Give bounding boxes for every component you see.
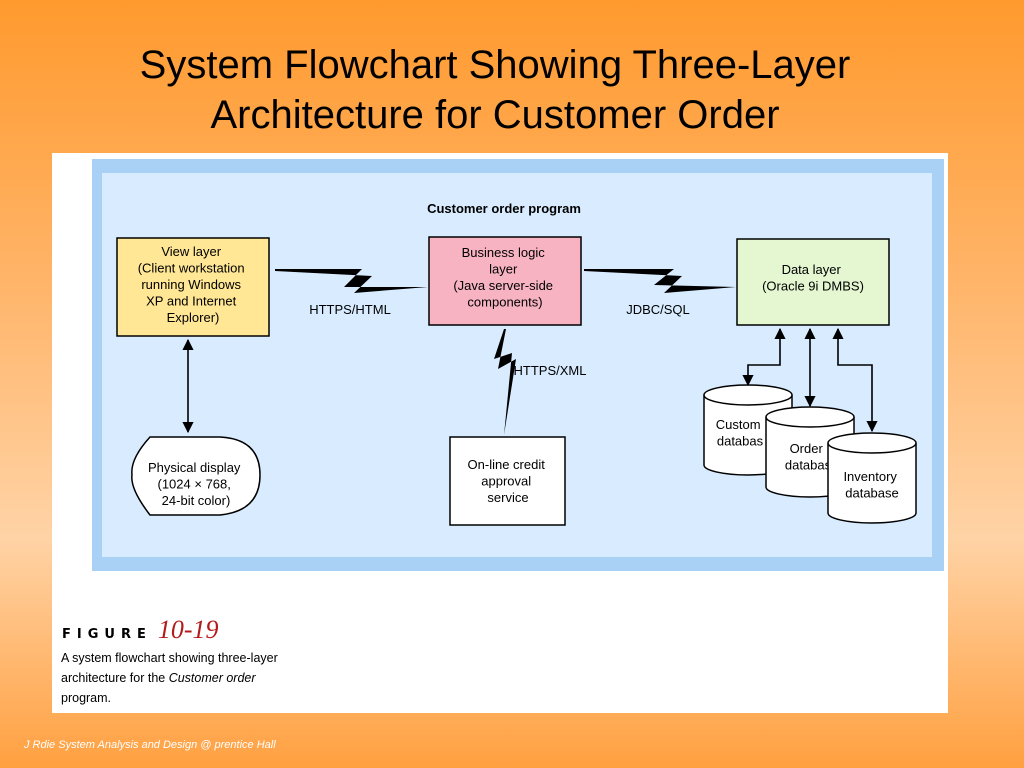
business-layer-line: Business logic [462, 245, 546, 260]
svg-text:Data layer (Oracle 9: Data layer (Oracle 9i DMBS) [762, 262, 864, 294]
link-label-https-xml: HTTPS/XML [514, 363, 587, 378]
database-label: databas [785, 458, 832, 473]
lightning-link-https-xml [494, 329, 516, 435]
credit-service-line: approval [481, 474, 531, 489]
svg-text:Custom databas: Custom databas [716, 417, 764, 449]
database-label: Custom [716, 417, 761, 432]
link-label-https-html: HTTPS/HTML [309, 302, 391, 317]
data-layer-box: Data layer (Oracle 9i DMBS) [736, 238, 890, 326]
physical-display-line: Physical display [148, 460, 241, 475]
view-layer-line: running Windows [141, 277, 241, 292]
flowchart-diagram: Customer order program View layer (Clien… [116, 201, 917, 526]
svg-text:View layer (Client w: View layer (Client workstation running W… [138, 244, 249, 325]
business-logic-layer-box: Business logic layer (Java server-side c… [428, 236, 582, 326]
caption-text-end: program. [61, 691, 112, 705]
svg-text:Inventory database: Inventory database [843, 469, 900, 501]
caption-text: A system flowchart showing three-layer a… [61, 651, 278, 685]
view-layer-box: View layer (Client workstation running W… [116, 237, 270, 337]
view-layer-line: View layer [161, 244, 221, 259]
data-layer-line: Data layer [782, 262, 842, 277]
physical-display-shape: Physical display (1024 × 768, 24-bit col… [131, 436, 261, 516]
svg-text:Order databas: Order databas [785, 441, 832, 473]
database-label: database [845, 486, 899, 501]
slide-footer: J Rdie System Analysis and Design @ pren… [24, 739, 276, 751]
diagram-frame: Customer order program View layer (Clien… [92, 159, 944, 571]
data-layer-line: (Oracle 9i DMBS) [762, 279, 864, 294]
svg-text:Physical display (10: Physical display (1024 × 768, 24-bit col… [148, 460, 244, 508]
slide-title-line-2: Architecture for Customer Order [210, 93, 780, 137]
slide-title-line-1: System Flowchart Showing Three-Layer [139, 43, 851, 87]
view-layer-line: (Client workstation [138, 261, 245, 276]
arrow-data-to-inventory-db [832, 327, 878, 433]
database-label: databas [717, 434, 764, 449]
physical-display-line: (1024 × 768, [158, 477, 231, 492]
data-layer-shape [736, 238, 890, 326]
credit-service-line: service [487, 490, 528, 505]
figure-panel: Customer order program View layer (Clien… [52, 153, 948, 713]
database-label: Order [790, 441, 824, 456]
figure-word: FIGURE [62, 627, 152, 642]
credit-service-box: On-line credit approval service [449, 436, 566, 526]
svg-text:Business logic layer: Business logic layer (Java server-side c… [453, 245, 556, 310]
business-layer-line: components) [467, 295, 542, 310]
figure-number: 10-19 [157, 615, 219, 644]
diagram-heading: Customer order program [427, 201, 581, 216]
arrow-data-to-customer-db [742, 327, 786, 387]
lightning-link-jdbc-sql [584, 269, 736, 293]
slide-title: System Flowchart Showing Three-Layer Arc… [0, 40, 990, 140]
view-layer-shape [116, 237, 270, 337]
business-logic-shape [428, 236, 582, 326]
credit-service-line: On-line credit [468, 457, 546, 472]
physical-display-line: 24-bit color) [162, 493, 231, 508]
caption-emphasis: Customer order [168, 671, 256, 685]
svg-text:On-line credit appro: On-line credit approval service [468, 457, 549, 505]
figure-caption: A system flowchart showing three-layer a… [61, 648, 291, 708]
credit-service-shape [449, 436, 566, 526]
business-layer-line: layer [489, 262, 518, 277]
lightning-link-https-html [275, 269, 428, 293]
figure-label: FIGURE 10-19 [62, 615, 219, 644]
view-layer-line: Explorer) [167, 310, 220, 325]
view-layer-line: XP and Internet [146, 294, 236, 309]
database-label: Inventory [843, 469, 897, 484]
business-layer-line: (Java server-side [453, 278, 553, 293]
inventory-database-cylinder: Inventory database [827, 432, 917, 524]
link-label-jdbc-sql: JDBC/SQL [626, 302, 690, 317]
